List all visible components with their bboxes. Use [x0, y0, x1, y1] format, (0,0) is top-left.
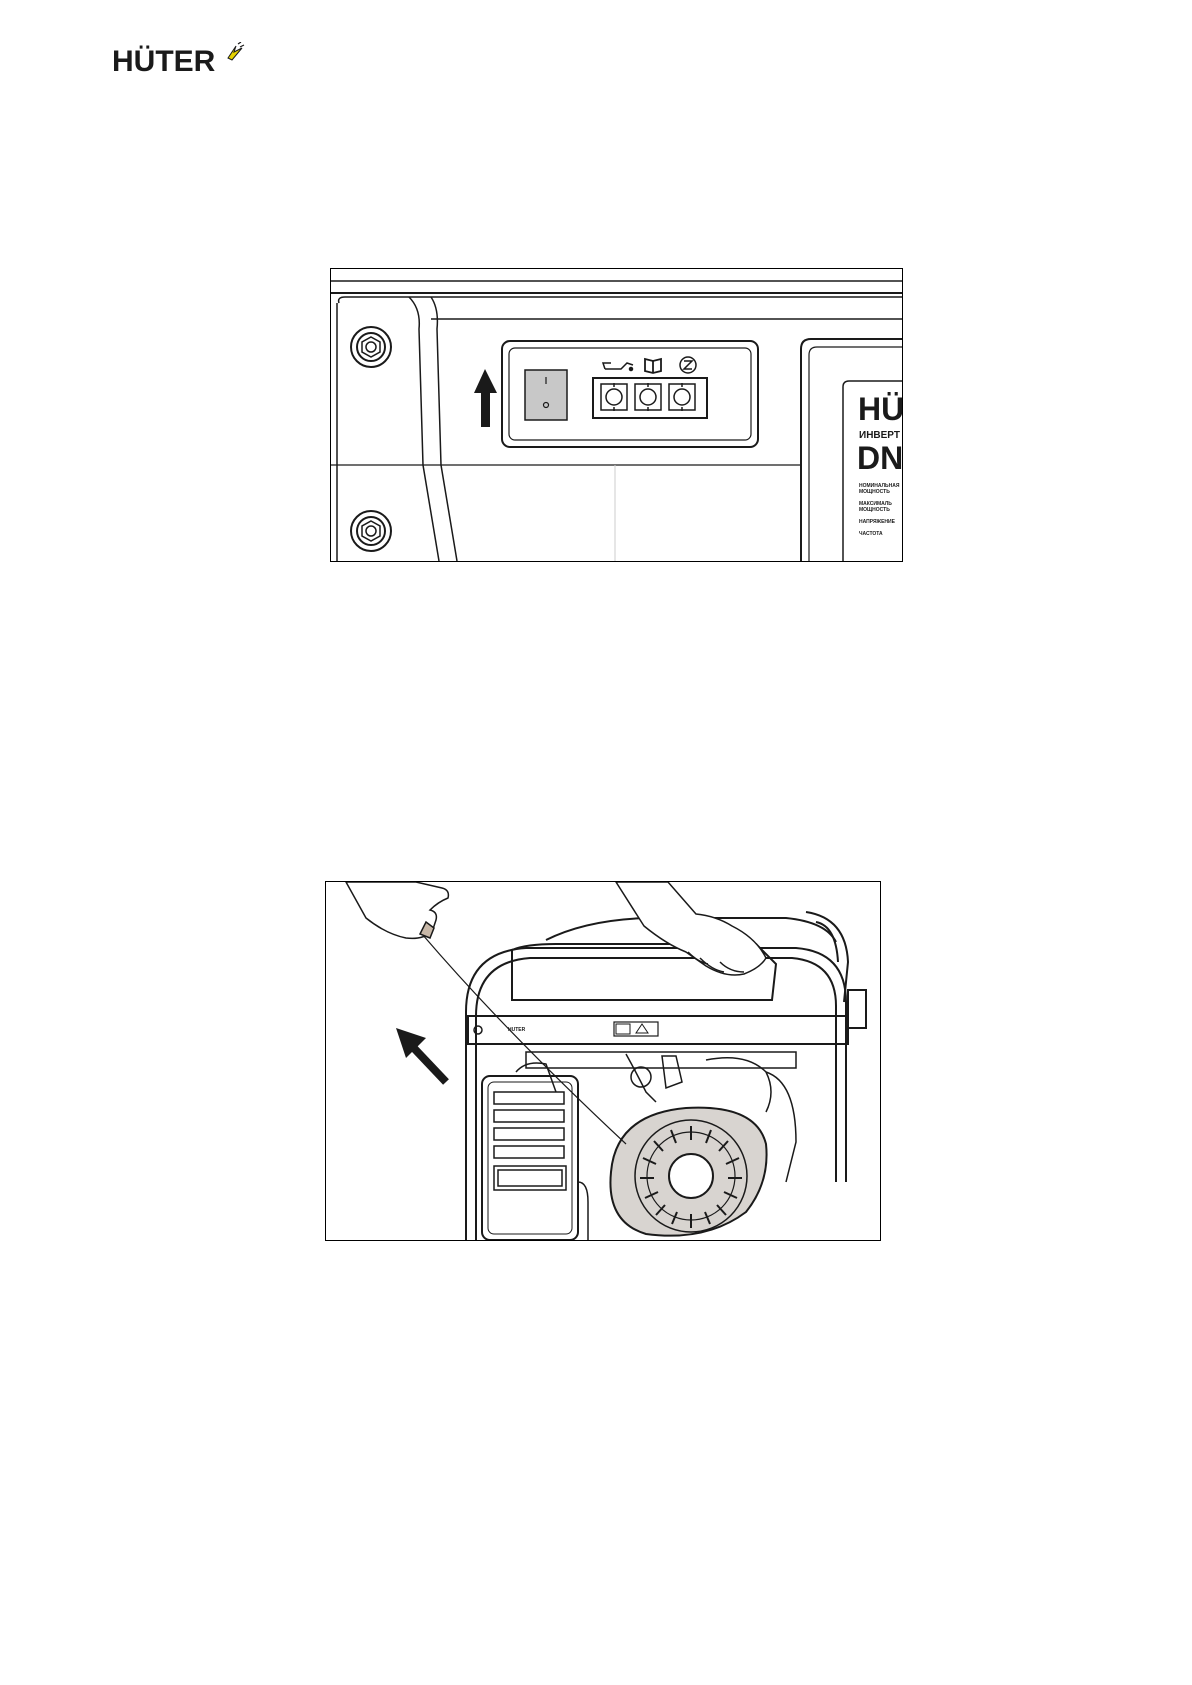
rating-row: НАПРЯЖЕНИЕ: [859, 519, 895, 525]
recoil-starter: [609, 1106, 768, 1237]
rating-row: НОМИНАЛЬНАЯ: [859, 483, 900, 489]
frame-label: HUTER: [508, 1027, 526, 1033]
rating-plate-rows: НОМИНАЛЬНАЯ МОЩНОСТЬ МАКСИМАЛЬ МОЩНОСТЬ …: [859, 483, 899, 537]
pull-direction-arrow-icon: [396, 1028, 449, 1085]
right-hand: [615, 882, 767, 976]
rating-row: МАКСИМАЛЬ: [859, 501, 892, 507]
logo-text: HÜTER: [112, 45, 216, 78]
rating-row: МОЩНОСТЬ: [859, 489, 890, 495]
control-panel-drawing: [331, 280, 902, 561]
figure-recoil-start: HUTER: [325, 881, 881, 1241]
recoil-start-drawing: HUTER: [345, 882, 867, 1240]
rating-plate-model: DN: [857, 440, 903, 476]
rating-plate-brand: HÜ: [858, 391, 903, 427]
figure-control-panel: HÜ ИНВЕРТ DN НОМИНАЛЬНАЯ МОЩНОСТЬ МАКСИМ…: [330, 268, 903, 562]
manual-book-icon: [644, 357, 662, 374]
spark-icon: [227, 42, 245, 61]
rating-plate-type: ИНВЕРТ: [859, 430, 900, 441]
bolt-bottom: [350, 510, 392, 552]
rating-row: МОЩНОСТЬ: [859, 507, 890, 513]
left-hand: [345, 882, 450, 940]
oil-can-icon: [601, 362, 634, 372]
overload-icon: [679, 356, 697, 374]
brand-logo: HÜTER: [112, 42, 245, 82]
rating-row: ЧАСТОТА: [859, 531, 883, 537]
bolt-top: [350, 326, 392, 368]
up-arrow-icon: [474, 369, 497, 427]
